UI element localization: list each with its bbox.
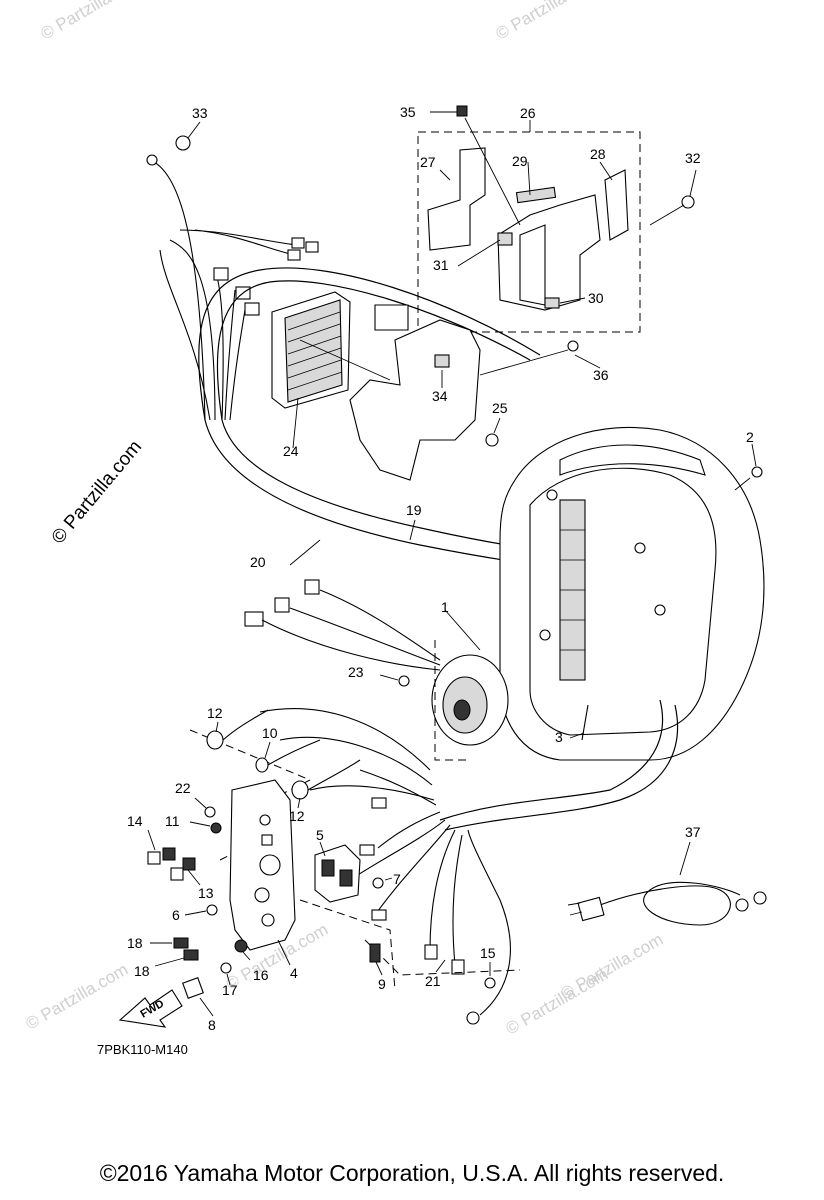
screw-22 [194, 797, 216, 818]
callout: 7 [393, 871, 401, 887]
switch-9 [369, 943, 383, 976]
wire-harness-bundle [146, 154, 319, 421]
assembly-26-outline [417, 131, 641, 333]
callout: 15 [480, 945, 496, 961]
callout: 14 [127, 813, 143, 829]
callout: 24 [283, 443, 299, 459]
indicator-10 [255, 739, 321, 773]
callouts: 1 2 3 4 5 6 7 8 9 10 11 12 12 13 14 15 1… [127, 104, 754, 1033]
callout: 32 [685, 150, 701, 166]
callout: 28 [590, 146, 606, 162]
callout: 21 [425, 973, 441, 989]
breaker-8 [182, 977, 214, 1017]
callout: 16 [253, 967, 269, 983]
part-29 [515, 186, 557, 204]
callout: 19 [406, 502, 422, 518]
cable-tie-3 [569, 704, 589, 741]
callout: 11 [165, 813, 180, 829]
callout: 2 [746, 429, 754, 445]
terminal-plate-4 [229, 779, 296, 951]
bolt-36 [479, 340, 601, 376]
screw-15 [484, 962, 496, 989]
leader-9 [364, 939, 521, 976]
screw-35 [430, 105, 468, 117]
screw-2 [734, 443, 763, 491]
callout: 12 [289, 808, 305, 824]
screw-23 [379, 674, 410, 687]
part-28 [604, 169, 629, 241]
front-panel-frame [444, 426, 765, 761]
callout: 25 [492, 400, 508, 416]
switch-12-upper [206, 709, 269, 750]
clip-31 [497, 232, 513, 246]
callout: 10 [262, 725, 278, 741]
callout: 34 [432, 388, 448, 404]
watermark: © Partzilla.com [38, 0, 147, 43]
grommet-16 [234, 939, 251, 961]
callout: 17 [222, 982, 238, 998]
screw-6 [184, 904, 218, 916]
bolt-25 [485, 417, 501, 447]
callout: 33 [192, 105, 208, 121]
watermark: © Partzilla.com [23, 960, 132, 1034]
mount-bracket-34 [349, 304, 481, 481]
watermark: © Partzilla.com [493, 0, 602, 43]
callout: 5 [316, 827, 324, 843]
callout: 22 [175, 780, 191, 796]
callout: 9 [378, 976, 386, 992]
fwd-arrow: FWD [118, 989, 183, 1028]
power-cord-37 [567, 841, 767, 926]
callout: 3 [555, 729, 563, 745]
screw-32 [649, 169, 697, 226]
callout: 12 [207, 705, 223, 721]
bracket-inner [519, 224, 546, 306]
callout: 36 [593, 367, 609, 383]
diagram-code: 7PBK110-M140 [97, 1042, 188, 1057]
callout: 29 [512, 153, 528, 169]
callout-leaders [215, 161, 613, 809]
watermark-main: © Partzilla.com [48, 437, 146, 549]
callout: 8 [208, 1017, 216, 1033]
callout: 6 [172, 907, 180, 923]
callout: 13 [198, 885, 214, 901]
callout: 18 [134, 963, 150, 979]
copyright-notice: ©2016 Yamaha Motor Corporation, U.S.A. A… [99, 1160, 725, 1186]
callout: 18 [127, 935, 143, 951]
leader-frame [434, 640, 470, 761]
nut-11 [189, 821, 222, 834]
nut-7 [372, 877, 393, 889]
leader-5 [299, 899, 396, 991]
switch-covers [147, 829, 201, 886]
callout: 23 [348, 664, 364, 680]
callout: 31 [433, 257, 449, 273]
socket-ring [431, 654, 509, 746]
watermark: © Partzilla.com [558, 930, 667, 1004]
callout: 26 [520, 105, 536, 121]
callout: 20 [250, 554, 266, 570]
bracket-27 [427, 147, 486, 251]
clip-30 [544, 297, 560, 309]
switch-12-lower [291, 759, 361, 800]
callout: 1 [441, 599, 449, 615]
callout: 27 [420, 154, 436, 170]
callout: 30 [588, 290, 604, 306]
callout: 4 [290, 965, 298, 981]
bracket-assembly [427, 117, 629, 311]
cdi-unit-24 [271, 291, 391, 409]
bolt-33 [175, 121, 201, 151]
lower-harness [259, 699, 679, 1025]
nut-17 [220, 962, 232, 986]
callout: 35 [400, 104, 416, 120]
fuse-holders-18 [150, 937, 199, 967]
callout: 37 [685, 824, 701, 840]
upper-connectors [244, 579, 441, 671]
outlet-5 [314, 841, 361, 903]
